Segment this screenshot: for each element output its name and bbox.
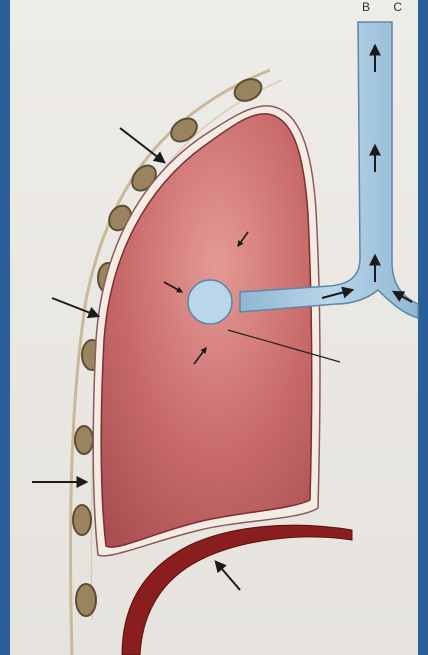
diaphragm-icon	[122, 525, 352, 655]
